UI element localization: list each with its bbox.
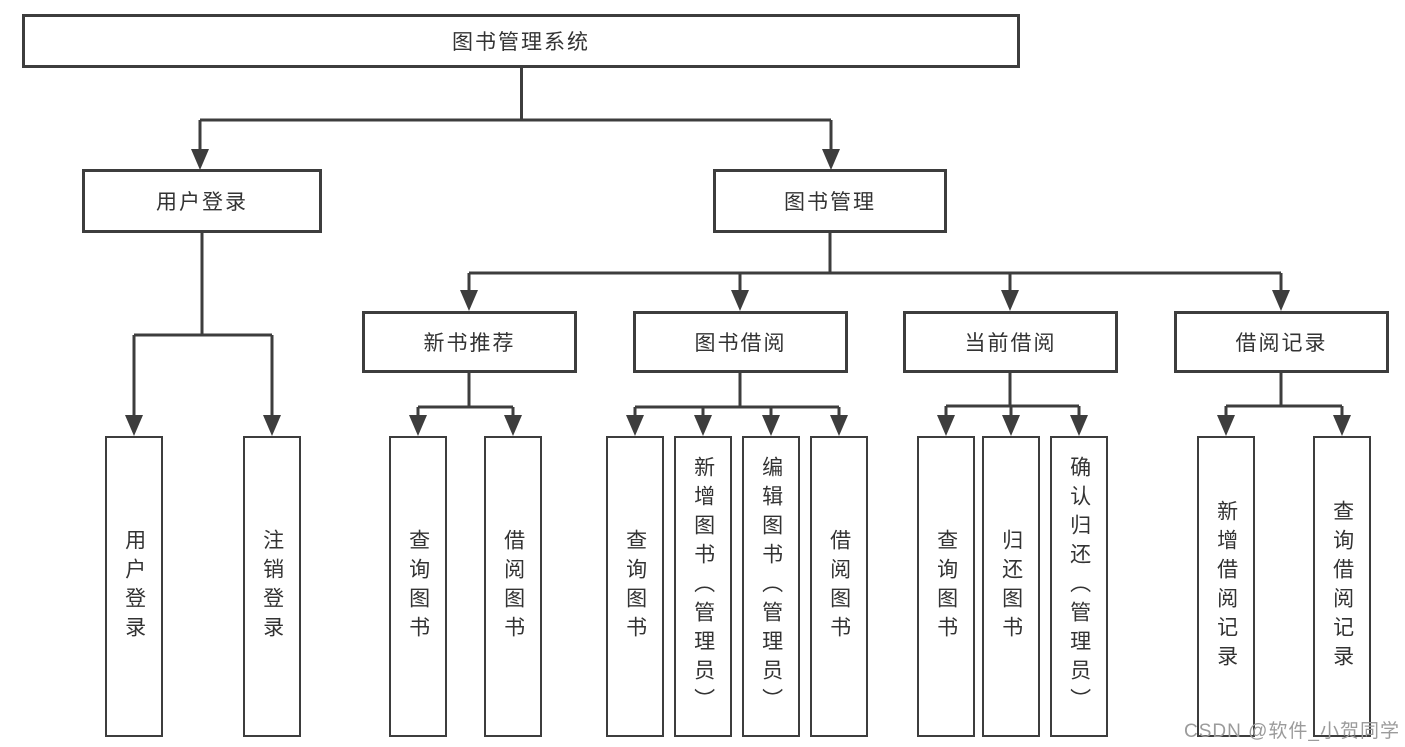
- leaf-label: 确认归还（管理员）: [1067, 456, 1091, 717]
- arrow-down-icon: [937, 415, 955, 436]
- arrow-down-icon: [1001, 290, 1019, 311]
- arrow-down-icon: [822, 149, 840, 170]
- leaf-query-books: 查询图书: [389, 436, 447, 737]
- node-label: 当前借阅: [964, 332, 1057, 355]
- node-label: 新书推荐: [423, 332, 516, 355]
- arrow-down-icon: [694, 415, 712, 436]
- arrow-down-icon: [409, 415, 427, 436]
- leaf-label: 新增图书（管理员）: [691, 456, 715, 717]
- arrow-down-icon: [1070, 415, 1088, 436]
- connector-current-to-leaves: [937, 372, 1088, 436]
- leaf-user-login: 用户登录: [105, 436, 163, 737]
- leaf-label: 归还图书: [999, 528, 1023, 645]
- node-library-management-system: 图书管理系统: [22, 14, 1020, 68]
- leaf-add-borrow-record: 新增借阅记录: [1197, 436, 1255, 737]
- node-user-login: 用户登录: [82, 169, 322, 233]
- csdn-watermark: CSDN @软件_小贺同学: [1184, 721, 1400, 742]
- node-borrowing-records: 借阅记录: [1174, 311, 1389, 373]
- leaf-label: 借阅图书: [827, 528, 851, 645]
- connector-mgmt-to-level3: [460, 232, 1290, 311]
- leaf-query-borrow-record: 查询借阅记录: [1313, 436, 1371, 737]
- leaf-return-books: 归还图书: [982, 436, 1040, 737]
- node-book-borrowing: 图书借阅: [633, 311, 848, 373]
- connector-recommend-to-leaves: [409, 372, 522, 436]
- node-label: 图书借阅: [694, 332, 787, 355]
- leaf-add-books-admin: 新增图书（管理员）: [674, 436, 732, 737]
- arrow-down-icon: [1002, 415, 1020, 436]
- connector-borrow-to-leaves: [626, 372, 848, 436]
- leaf-label: 新增借阅记录: [1214, 499, 1238, 674]
- leaf-label: 查询图书: [934, 528, 958, 645]
- node-book-management: 图书管理: [713, 169, 947, 233]
- arrow-down-icon: [263, 415, 281, 436]
- connector-login-to-leaves: [125, 232, 281, 436]
- arrow-down-icon: [191, 149, 209, 170]
- leaf-label: 注销登录: [260, 528, 284, 645]
- node-label: 图书管理系统: [452, 31, 590, 54]
- connector-root-to-level2: [191, 66, 840, 170]
- leaf-label: 查询图书: [406, 528, 430, 645]
- node-current-borrowing: 当前借阅: [903, 311, 1118, 373]
- leaf-borrow-books: 借阅图书: [810, 436, 868, 737]
- arrow-down-icon: [762, 415, 780, 436]
- arrow-down-icon: [1272, 290, 1290, 311]
- leaf-borrow-books: 借阅图书: [484, 436, 542, 737]
- leaf-edit-books-admin: 编辑图书（管理员）: [742, 436, 800, 737]
- leaf-label: 编辑图书（管理员）: [759, 456, 783, 717]
- node-label: 图书管理: [784, 191, 876, 214]
- arrow-down-icon: [731, 290, 749, 311]
- arrow-down-icon: [504, 415, 522, 436]
- leaf-query-books: 查询图书: [606, 436, 664, 737]
- arrow-down-icon: [1333, 415, 1351, 436]
- arrow-down-icon: [1217, 415, 1235, 436]
- node-label: 用户登录: [156, 191, 248, 214]
- leaf-label: 借阅图书: [501, 528, 525, 645]
- node-new-book-recommendation: 新书推荐: [362, 311, 577, 373]
- leaf-query-books: 查询图书: [917, 436, 975, 737]
- arrow-down-icon: [460, 290, 478, 311]
- leaf-confirm-return-admin: 确认归还（管理员）: [1050, 436, 1108, 737]
- node-label: 借阅记录: [1235, 332, 1328, 355]
- connector-records-to-leaves: [1217, 372, 1351, 436]
- arrow-down-icon: [626, 415, 644, 436]
- leaf-label: 用户登录: [122, 528, 146, 645]
- arrow-down-icon: [830, 415, 848, 436]
- leaf-label: 查询图书: [623, 528, 647, 645]
- arrow-down-icon: [125, 415, 143, 436]
- leaf-label: 查询借阅记录: [1330, 499, 1354, 674]
- leaf-logout: 注销登录: [243, 436, 301, 737]
